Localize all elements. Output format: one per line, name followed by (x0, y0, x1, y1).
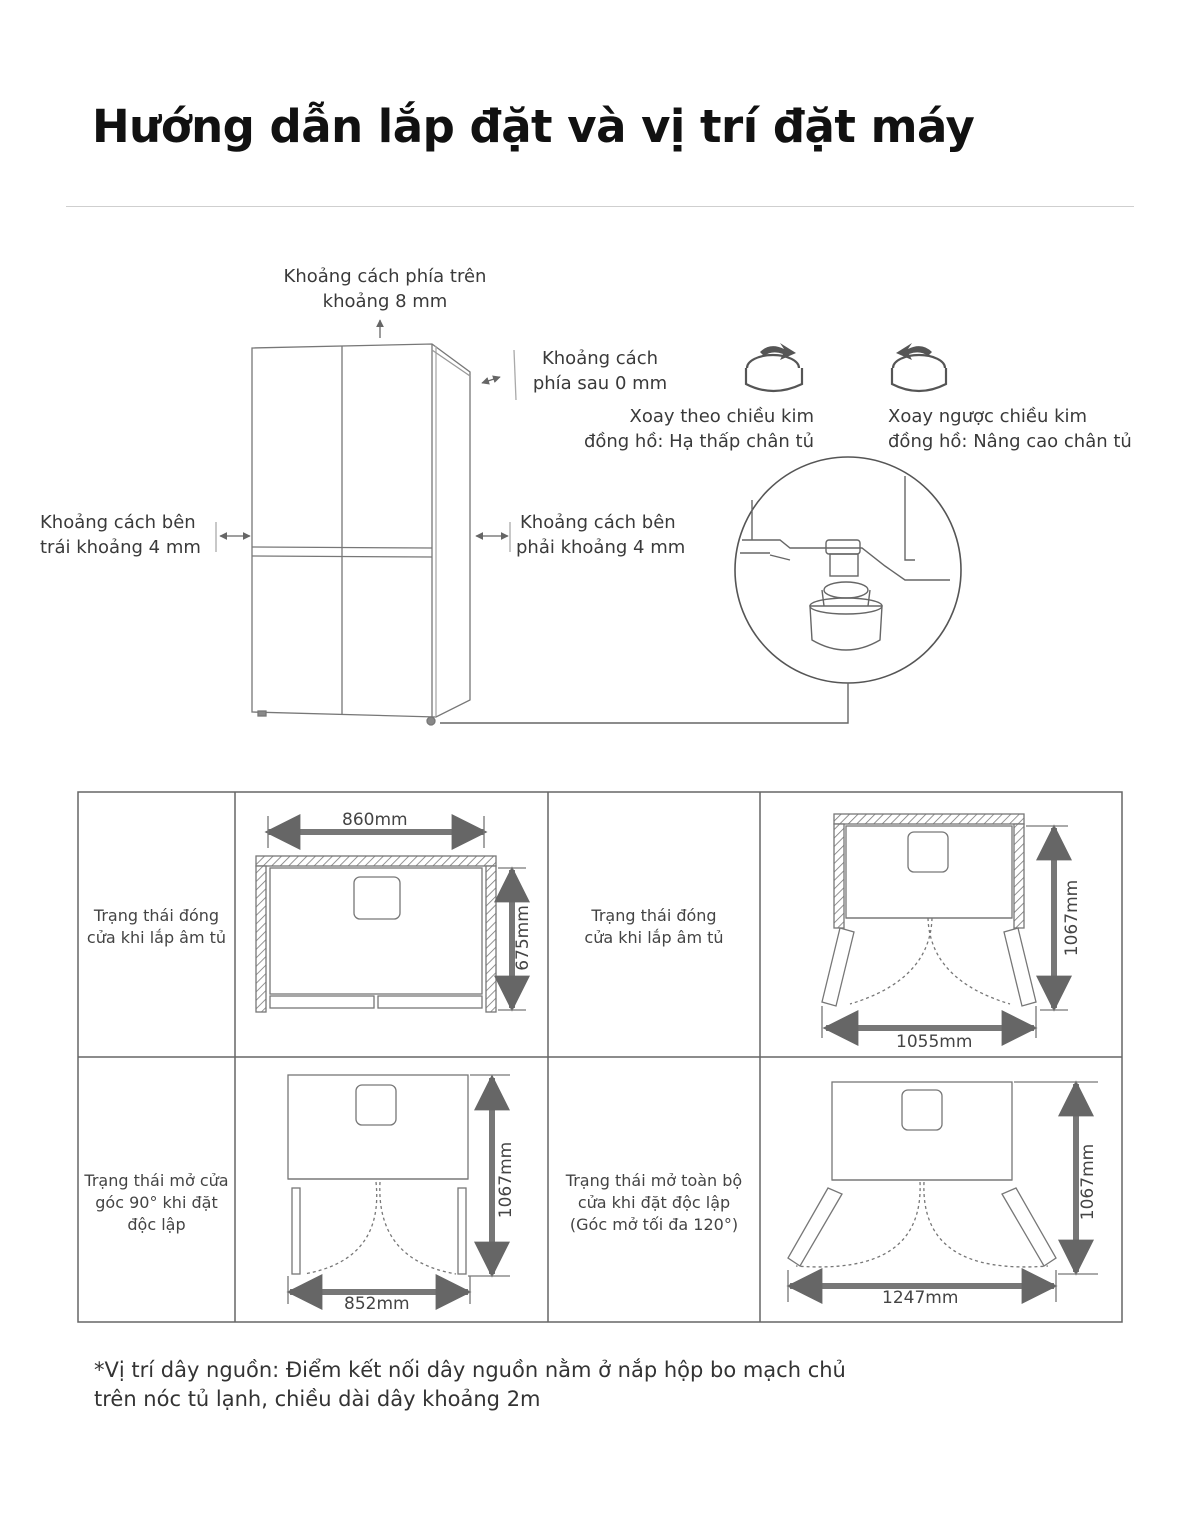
dim-1067-90deg: 1067mm (496, 1141, 517, 1219)
power-cord-note: *Vị trí dây nguồn: Điểm kết nối dây nguồ… (94, 1356, 1054, 1414)
top-clearance-line-1: Khoảng cách phía trên (283, 266, 487, 287)
dim-1247: 1247mm (882, 1288, 959, 1308)
row2-mid-line-3: (Góc mở tối đa 120°) (569, 1215, 739, 1234)
top-clearance-line-2: khoảng 8 mm (322, 291, 448, 312)
row2-mid-line-2: cửa khi đặt độc lập (577, 1193, 731, 1212)
dim-860: 860mm (342, 810, 408, 830)
clearance-arrows (215, 319, 517, 552)
row1-left-line-1: Trạng thái đóng (93, 906, 220, 925)
right-clearance-line-1: Khoảng cách bên (520, 512, 676, 533)
left-clearance-label: Khoảng cách bên trái khoảng 4 mm (40, 510, 201, 560)
top-clearance-label: Khoảng cách phía trên khoảng 8 mm (262, 264, 508, 314)
row2-left-line-3: độc lập (127, 1215, 186, 1234)
row2-left-line-2: góc 90° khi đặt (95, 1193, 218, 1212)
note-line-2: trên nóc tủ lạnh, chiều dài dây khoảng 2… (94, 1387, 541, 1411)
freestanding-full-open-plan (786, 1080, 1098, 1304)
back-clearance-label: Khoảng cách phía sau 0 mm (520, 346, 680, 396)
row1-mid-label: Trạng thái đóng cửa khi lắp âm tủ (550, 905, 758, 949)
dim-675: 675mm (512, 905, 533, 971)
note-line-1: *Vị trí dây nguồn: Điểm kết nối dây nguồ… (94, 1358, 846, 1382)
freestanding-90-plan (286, 1074, 510, 1310)
row2-mid-label: Trạng thái mở toàn bộ cửa khi đặt độc lậ… (550, 1170, 758, 1236)
dim-1055: 1055mm (896, 1032, 973, 1052)
fridge-drawing (251, 343, 471, 726)
row2-mid-line-1: Trạng thái mở toàn bộ (565, 1171, 743, 1190)
clockwise-label: Xoay theo chiều kim đồng hồ: Hạ thấp châ… (560, 404, 814, 454)
clockwise-line-2: đồng hồ: Hạ thấp chân tủ (583, 431, 814, 452)
row1-left-line-2: cửa khi lắp âm tủ (86, 928, 227, 947)
divider (66, 206, 1134, 207)
builtin-open-plan (821, 813, 1072, 1046)
row1-mid-line-2: cửa khi lắp âm tủ (584, 928, 724, 947)
left-clearance-line-2: trái khoảng 4 mm (40, 537, 201, 558)
dim-852: 852mm (344, 1294, 410, 1314)
dim-1067-full-open: 1067mm (1078, 1143, 1099, 1221)
counterclockwise-label: Xoay ngược chiều kim đồng hồ: Nâng cao c… (888, 404, 1132, 454)
page-title: Hướng dẫn lắp đặt và vị trí đặt máy (92, 100, 975, 153)
left-clearance-line-1: Khoảng cách bên (40, 512, 196, 533)
right-clearance-label: Khoảng cách bên phải khoảng 4 mm (516, 510, 685, 560)
row2-left-line-1: Trạng thái mở cửa (84, 1171, 229, 1190)
adjustable-foot-detail (440, 456, 962, 724)
dim-1067-builtin: 1067mm (1062, 879, 1083, 957)
back-clearance-line-2: phía sau 0 mm (532, 373, 668, 394)
counterclockwise-icon (890, 343, 948, 393)
counterclockwise-line-1: Xoay ngược chiều kim (888, 406, 1088, 427)
row1-left-label: Trạng thái đóng cửa khi lắp âm tủ (80, 905, 233, 949)
clockwise-line-1: Xoay theo chiều kim (629, 406, 815, 427)
builtin-closed-plan (255, 814, 530, 1013)
row1-mid-line-1: Trạng thái đóng (591, 906, 717, 925)
row2-left-label: Trạng thái mở cửa góc 90° khi đặt độc lậ… (78, 1170, 235, 1236)
clockwise-icon (744, 343, 804, 393)
back-clearance-line-1: Khoảng cách (541, 348, 659, 369)
counterclockwise-line-2: đồng hồ: Nâng cao chân tủ (888, 431, 1132, 452)
dimension-table-grid (77, 791, 1123, 1323)
right-clearance-line-2: phải khoảng 4 mm (516, 537, 686, 558)
